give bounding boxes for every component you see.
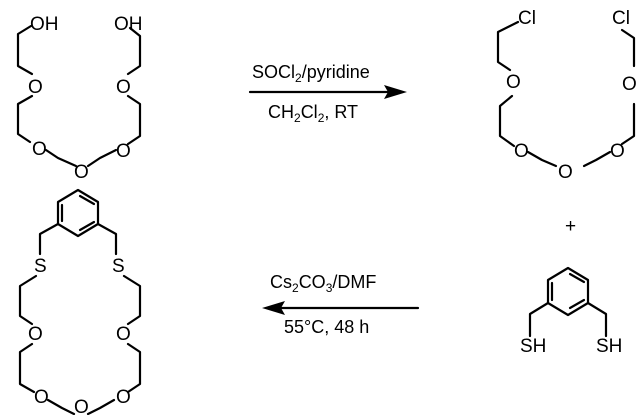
atom-o-macro-left-2: O	[34, 387, 49, 408]
atom-o-macro-right-2: O	[116, 387, 131, 408]
plus-sign: +	[565, 216, 576, 237]
conditions-55c-48h: 55°C, 48 h	[284, 317, 369, 337]
atom-o-cl-center: O	[558, 162, 573, 183]
molecule-benzenedimethanethiol: SH SH	[520, 266, 622, 357]
arrow-2-head	[262, 301, 285, 315]
bond-cl-left-bottom	[526, 150, 558, 168]
bond-macro-right-1	[122, 274, 142, 326]
atom-s-left: S	[34, 256, 47, 277]
bond-cl-right-upper	[620, 28, 636, 68]
ring-double-bond-2	[568, 298, 586, 310]
atom-o-right-1: O	[116, 77, 131, 98]
bond-left-bottom	[44, 148, 78, 168]
benzene-ring	[546, 266, 590, 317]
bond-cl-right-lower	[620, 102, 636, 146]
reaction-arrow-1: SOCl2/pyridine CH2Cl2, RT	[248, 62, 407, 125]
bond-macro-ch2-right	[96, 222, 118, 256]
reaction-arrow-2: Cs2CO3/DMF 55°C, 48 h	[262, 272, 420, 337]
molecule-thiacrown-macrocycle: S S O O O O O	[18, 188, 142, 418]
reagent-socl2-pyridine: SOCl2/pyridine	[252, 62, 370, 85]
atom-oh-right: OH	[114, 14, 143, 35]
atom-o-left-2: O	[32, 139, 47, 160]
atom-o-cl-left-1: O	[506, 72, 521, 93]
conditions-ch2cl2-rt: CH2Cl2, RT	[268, 102, 358, 125]
atom-o-left-1: O	[28, 77, 43, 98]
bond-cl-left-lower	[498, 94, 516, 148]
bond-macro-ch2-left	[38, 222, 60, 256]
macro-ring-double-1	[78, 194, 96, 206]
bond-macro-left-3	[46, 398, 76, 416]
atom-o-cl-right-1: O	[622, 74, 637, 95]
atom-o-macro-left-1: O	[28, 324, 43, 345]
atom-o-right-2: O	[116, 141, 131, 162]
bond-left-upper	[16, 24, 34, 76]
bond-ch2sh-right	[586, 301, 608, 338]
macro-ring-double-2	[78, 220, 96, 232]
atom-o-macro-right-1: O	[116, 324, 131, 345]
molecule-dichloride: Cl Cl O O O O O	[496, 8, 637, 183]
atom-o-center: O	[74, 162, 89, 183]
bond-cl-right-bottom	[582, 150, 612, 168]
bond-ch2sh-left	[528, 301, 550, 338]
atom-s-right: S	[112, 256, 125, 277]
bond-right-lower	[126, 94, 142, 146]
atom-sh-right: SH	[596, 336, 622, 357]
bond-right-upper	[126, 26, 142, 76]
atom-o-cl-left-2: O	[514, 141, 529, 162]
bond-macro-left-2	[18, 342, 36, 394]
bond-cl-left-upper	[496, 20, 520, 72]
arrow-1-head	[384, 85, 407, 99]
molecule-pentaethylene-glycol: OH OH O O O O O	[16, 14, 143, 183]
atom-cl-left: Cl	[518, 8, 536, 29]
macrocycle-benzene-ring	[56, 188, 100, 238]
bond-right-bottom	[86, 148, 118, 168]
atom-o-cl-right-2: O	[610, 141, 625, 162]
reagent-cs2co3-dmf: Cs2CO3/DMF	[270, 272, 376, 295]
atom-o-macro-center: O	[74, 397, 89, 415]
bond-macro-left-1	[18, 274, 38, 326]
atom-sh-left: SH	[520, 336, 546, 357]
atom-cl-right: Cl	[612, 8, 630, 29]
bond-macro-right-3	[86, 398, 116, 416]
bond-left-lower	[16, 94, 34, 144]
ring-double-bond-1	[568, 272, 586, 284]
atom-oh-left: OH	[30, 14, 59, 35]
bond-macro-right-2	[126, 342, 142, 394]
